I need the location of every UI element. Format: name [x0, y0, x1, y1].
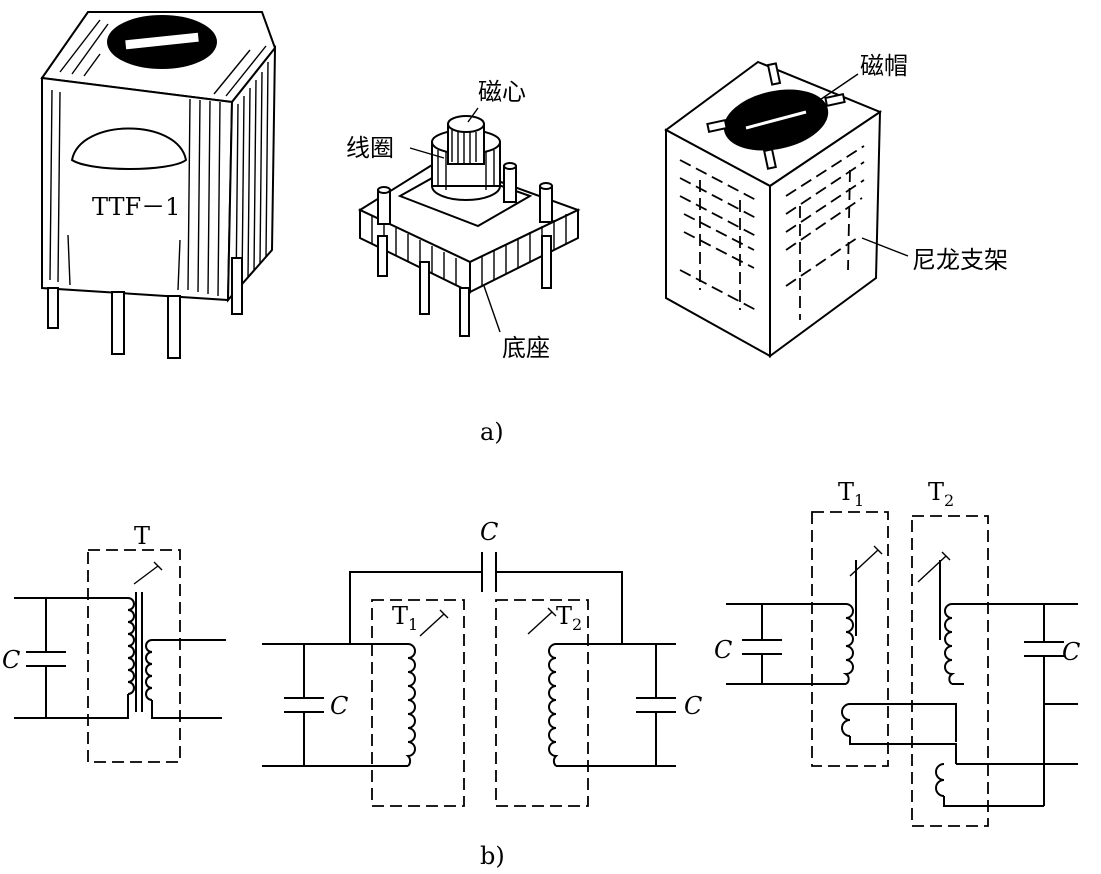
- nylon-frame-label: 尼龙支架: [912, 246, 1008, 274]
- c2-capacitor-right-label: C: [684, 692, 702, 720]
- c3-capacitor-right-label: C: [1062, 638, 1080, 666]
- c2-coupling-capacitor-label: C: [480, 518, 498, 546]
- circuit-cap-coupled: C C C T1 T2: [262, 518, 702, 807]
- can-model-label: TTF－1: [92, 193, 180, 221]
- c1-transformer-label: T: [134, 522, 150, 550]
- caption-a: a): [480, 418, 504, 446]
- coil-label: 线圈: [346, 134, 394, 162]
- c2-capacitor-left-label: C: [330, 692, 348, 720]
- panel-a: TTF－1: [40, 11, 1008, 446]
- c1-capacitor-label: C: [2, 646, 20, 674]
- shielded-transformer-can: TTF－1: [40, 11, 277, 359]
- c2-t1-label: T1: [392, 602, 418, 634]
- caption-b: b): [480, 842, 505, 870]
- c3-t1-label: T1: [838, 478, 864, 510]
- circuit-single-tuned: T C: [2, 522, 226, 763]
- nylon-frame-transformer: 磁帽 尼龙支架: [664, 52, 1008, 358]
- open-coil-assembly: 磁心 线圈 底座: [346, 78, 581, 362]
- core-label: 磁心: [478, 78, 526, 106]
- cap-label: 磁帽: [860, 52, 908, 80]
- circuit-ind-coupled: C C T1 T2: [714, 478, 1080, 827]
- base-label: 底座: [502, 334, 550, 362]
- panel-b: T C C C: [2, 478, 1080, 870]
- c2-t2-label: T2: [556, 602, 582, 634]
- c3-capacitor-left-label: C: [714, 636, 732, 664]
- c3-t2-label: T2: [928, 478, 954, 510]
